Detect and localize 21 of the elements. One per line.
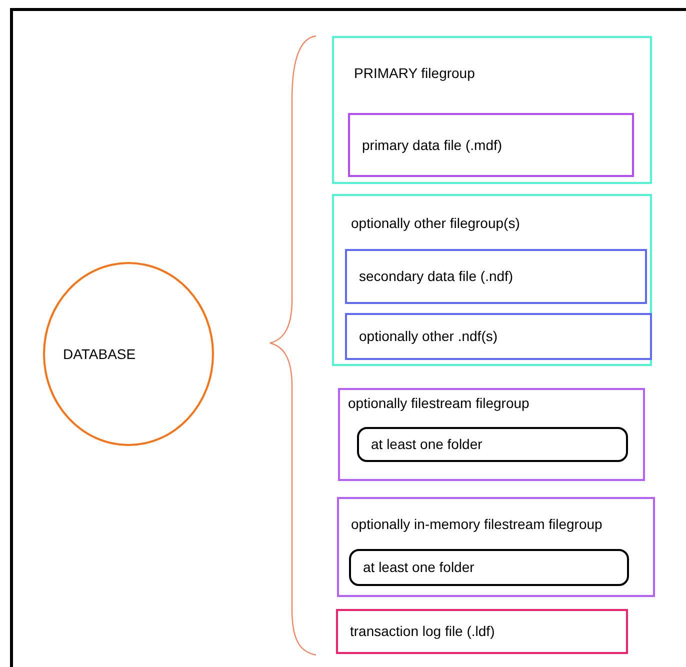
file-box <box>336 609 628 654</box>
file-box <box>348 113 634 177</box>
folder-box <box>357 427 628 462</box>
node-text: at least one folder <box>371 435 482 454</box>
node-text: primary data file (.mdf) <box>362 136 502 155</box>
node-text: optionally filestream filegroup <box>348 394 530 413</box>
node-text: optionally other .ndf(s) <box>359 327 498 346</box>
node-text: DATABASE <box>63 344 136 364</box>
node-text: PRIMARY filegroup <box>354 64 475 83</box>
node-text: transaction log file (.ldf) <box>350 622 495 641</box>
node-text: optionally in-memory filestream filegroup <box>351 515 602 534</box>
node-text: secondary data file (.ndf) <box>359 267 514 286</box>
group-box <box>332 36 652 184</box>
file-box <box>345 249 647 304</box>
folder-box <box>349 549 629 586</box>
group-box <box>332 194 652 366</box>
node-text: optionally other filegroup(s) <box>351 214 520 233</box>
node-text: at least one folder <box>363 558 474 577</box>
group-box <box>337 497 655 597</box>
group-box <box>338 388 645 481</box>
file-box <box>345 313 652 360</box>
